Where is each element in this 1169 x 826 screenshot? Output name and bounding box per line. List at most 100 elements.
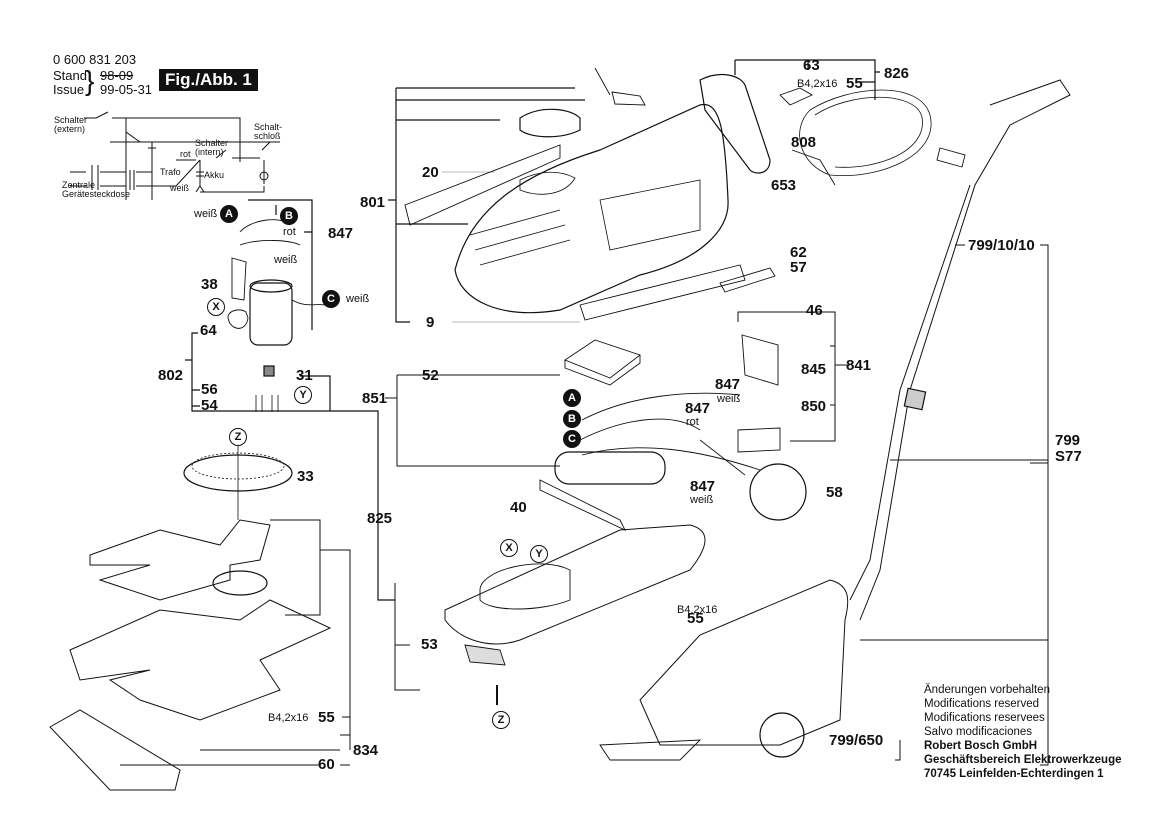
note-es: Salvo modificaciones (924, 726, 1033, 738)
callout-808: 808 (791, 134, 817, 151)
callout-826: 826 (884, 65, 910, 82)
schematic-switch-int: Schalter (195, 138, 229, 148)
note-de: Änderungen vorbehalten (924, 684, 1050, 696)
callout-847-red: 847 (685, 400, 711, 417)
wire-tag-b-battery: B (563, 410, 581, 428)
callout-653: 653 (771, 177, 797, 194)
wire-tag-a-battery: A (563, 389, 581, 407)
schematic-socket-a: Zentrale (62, 180, 96, 190)
bracket-801 (388, 87, 585, 323)
callout-screw-c: B4,2x16 (677, 604, 718, 616)
callout-40: 40 (510, 499, 527, 516)
callout-58: 58 (826, 484, 843, 501)
old-date: 98-09 (100, 68, 134, 83)
assembled-shear (639, 579, 849, 746)
wire-b-color: rot (283, 226, 296, 238)
bracket-826 (734, 59, 880, 100)
schematic-socket-b: Gerätesteckdose (62, 189, 131, 199)
housing-shell (454, 103, 729, 314)
bracket-847-motor (248, 199, 313, 330)
ref-z-base: Z (492, 711, 510, 729)
schematic-switch-ext: Schalter (54, 115, 88, 125)
division: Geschäftsbereich Elektrowerkzeuge (924, 754, 1122, 766)
note-en: Modifications reserved (924, 698, 1040, 710)
callout-799: 799 (1055, 432, 1081, 449)
callout-53: 53 (421, 636, 438, 653)
callout-20: 20 (422, 164, 439, 181)
ref-x-base: X (500, 539, 518, 557)
base-housing (444, 524, 706, 645)
callout-46: 46 (806, 302, 823, 319)
bracket-851 (385, 374, 560, 467)
callout-802: 802 (158, 367, 184, 384)
ref-y-motor: Y (294, 386, 312, 404)
brace-icon: } (85, 65, 95, 96)
bracket-841 (737, 311, 850, 442)
battery-pack (554, 451, 666, 485)
address: 70745 Leinfelden-Echterdingen 1 (924, 768, 1104, 780)
callout-screw-b: B4,2x16 (268, 712, 309, 724)
callout-847-charger-color: weiß (717, 393, 741, 405)
schematic-lock-b: schloß (254, 131, 281, 141)
issue-label: Issue (53, 82, 85, 97)
wire-tag-b: B (280, 207, 298, 225)
callout-52: 52 (422, 367, 439, 384)
callout-screw-a: B4,2x16 (797, 78, 838, 90)
callout-56: 56 (201, 381, 218, 398)
callout-s77: S77 (1055, 448, 1082, 465)
wiring-schematic (70, 111, 280, 200)
guard-plate (49, 709, 181, 791)
part-number: 0 600 831 203 (53, 52, 137, 67)
wheel (759, 712, 805, 758)
callout-9: 9 (426, 314, 435, 331)
callout-54: 54 (201, 397, 218, 414)
callout-851: 851 (362, 390, 388, 407)
schematic-trafo: Trafo (160, 167, 181, 177)
callout-57: 57 (790, 259, 807, 276)
schematic-akku: Akku (204, 170, 225, 180)
handle-tube (849, 79, 1071, 621)
wire-tag-c: C (322, 290, 340, 308)
callout-850: 850 (801, 398, 827, 415)
wire-a-color: weiß (194, 208, 218, 220)
callout-847-motor: 847 (328, 225, 354, 242)
callout-845: 845 (801, 361, 827, 378)
callout-847-white-color: weiß (690, 494, 714, 506)
callout-841: 841 (846, 357, 872, 374)
callout-834: 834 (353, 742, 379, 759)
callout-825: 825 (367, 510, 393, 527)
wire-motor-color: weiß (274, 254, 298, 266)
callout-55c: 55 (687, 610, 704, 627)
issue-date: 99-05-31 (100, 82, 153, 97)
callout-799-650: 799/650 (829, 732, 884, 749)
ref-y-base: Y (530, 545, 548, 563)
callout-847-red-color: rot (686, 416, 699, 428)
wire-tag-c-battery: C (563, 430, 581, 448)
callout-62: 62 (790, 244, 807, 261)
footer-notes: Änderungen vorbehalten Modifications res… (924, 683, 1122, 781)
blade-upper (89, 519, 271, 601)
callout-63: 63 (803, 57, 820, 74)
callout-38: 38 (201, 276, 218, 293)
schematic-lock-a: Schalt- (254, 122, 283, 132)
schematic-white: weiß (170, 183, 190, 193)
callout-801: 801 (360, 194, 386, 211)
note-fr: Modifications reservees (924, 712, 1045, 724)
blade-lower (69, 599, 332, 721)
motor (249, 282, 293, 346)
schematic-switch-int-sub: (intern) (195, 147, 224, 157)
company: Robert Bosch GmbH (924, 740, 1038, 752)
wire-c-color: weiß (346, 293, 370, 305)
callout-64: 64 (200, 322, 217, 339)
ref-x-motor: X (207, 298, 225, 316)
callout-60: 60 (318, 756, 335, 773)
schematic-red: rot (180, 149, 191, 159)
callout-847-charger: 847 (715, 376, 741, 393)
callout-31: 31 (296, 367, 313, 384)
wire-tag-a: A (220, 205, 238, 223)
callout-799-10-10: 799/10/10 (968, 237, 1035, 254)
connector-detail (749, 463, 807, 521)
callout-55b: 55 (318, 709, 335, 726)
callout-55a: 55 (846, 75, 863, 92)
